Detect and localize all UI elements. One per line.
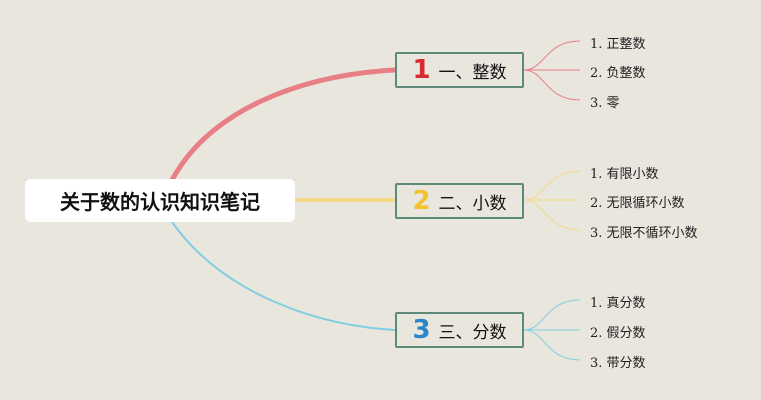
branch-topic-2-label: 二、小数 [438, 193, 507, 214]
subtopic-2-2[interactable]: 2. 无限循环小数 [590, 196, 685, 211]
connector-branch-2-leaf-3 [523, 199, 581, 231]
subtopic-2-1[interactable]: 1. 有限小数 [590, 167, 659, 182]
subtopic-3-1[interactable]: 1. 真分数 [590, 296, 646, 311]
connector-branch-2-leaf-1 [523, 170, 581, 201]
connector-branch-3-leaf-1 [523, 299, 581, 331]
branch-topic-3-label: 三、分数 [438, 322, 507, 343]
connector-branch-1-leaf-3 [523, 69, 581, 101]
subtopic-2-3[interactable]: 3. 无限不循环小数 [590, 226, 698, 241]
connector-branch-3-leaf-3 [523, 329, 581, 361]
subtopic-1-2[interactable]: 2. 负整数 [590, 66, 646, 81]
branch-topic-1-label: 一、整数 [438, 62, 507, 83]
subtopic-3-3[interactable]: 3. 带分数 [590, 356, 646, 371]
number-3-icon: 3 [412, 315, 431, 345]
connector-root-branch-1 [169, 67, 398, 183]
number-2-icon: 2 [412, 186, 431, 216]
root-topic[interactable]: 关于数的认识知识笔记 [25, 179, 295, 222]
number-1-icon: 1 [412, 55, 431, 85]
branch-topic-3[interactable]: 3 三、分数 [395, 312, 524, 348]
subtopic-3-2[interactable]: 2. 假分数 [590, 326, 646, 341]
subtopic-1-1[interactable]: 1. 正整数 [590, 37, 646, 52]
branch-topic-2[interactable]: 2 二、小数 [395, 183, 524, 219]
subtopic-1-3[interactable]: 3. 零 [590, 96, 620, 111]
root-topic-label: 关于数的认识知识笔记 [60, 190, 260, 214]
connector-root-branch-3 [171, 221, 396, 331]
branch-topic-1[interactable]: 1 一、整数 [395, 52, 524, 88]
connector-branch-1-leaf-1 [523, 40, 581, 71]
